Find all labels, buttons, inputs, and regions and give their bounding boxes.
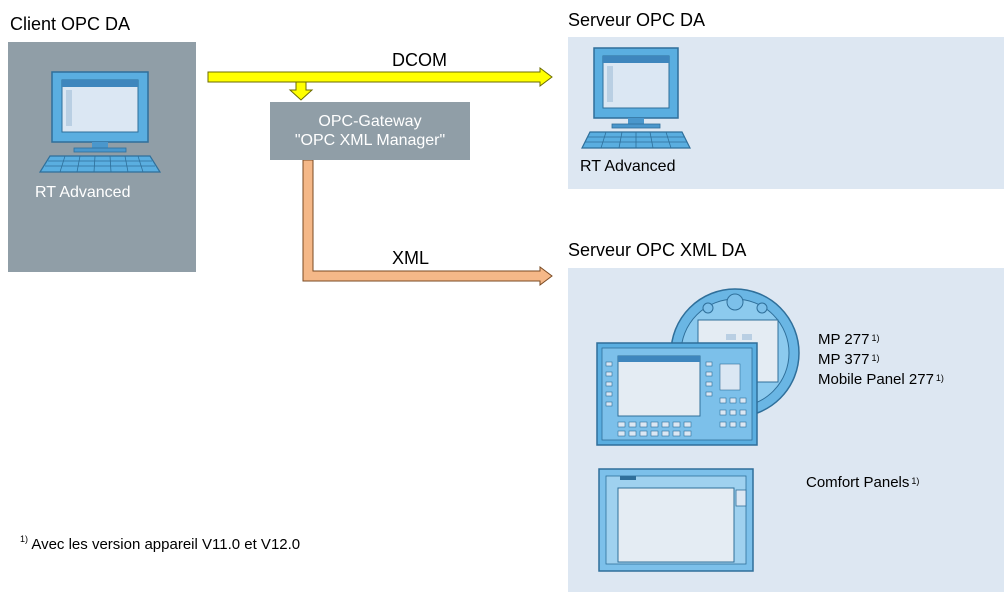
footnote-mark: 1) [20, 534, 29, 544]
server-computer-icon [581, 47, 691, 149]
connection-arrows [207, 67, 553, 286]
client-title: Client OPC DA [10, 14, 131, 34]
gateway-drop-arrow [288, 81, 314, 101]
opc-da-server-title: Serveur OPC DA [568, 10, 706, 30]
opc-xml-server-title: Serveur OPC XML DA [568, 240, 747, 260]
xml-arrow [302, 159, 553, 286]
footnote: 1) Avec les version appareil V11.0 et V1… [18, 534, 301, 553]
mp-panel-device-icon [596, 342, 758, 446]
footnote-text: Avec les version appareil V11.0 et V12.0 [31, 536, 301, 553]
opc-gateway-box: OPC-Gateway "OPC XML Manager" [270, 102, 470, 160]
client-computer-icon [38, 71, 162, 173]
gateway-line1: OPC-Gateway [318, 113, 422, 130]
dcom-label: DCOM [392, 50, 447, 70]
comfort-panel-device-icon [598, 468, 754, 572]
client-runtime-label: RT Advanced [35, 184, 131, 201]
gateway-line2: "OPC XML Manager" [294, 132, 446, 149]
dcom-arrow [207, 67, 553, 87]
server-runtime-label: RT Advanced [580, 158, 676, 175]
xml-label: XML [392, 248, 430, 268]
